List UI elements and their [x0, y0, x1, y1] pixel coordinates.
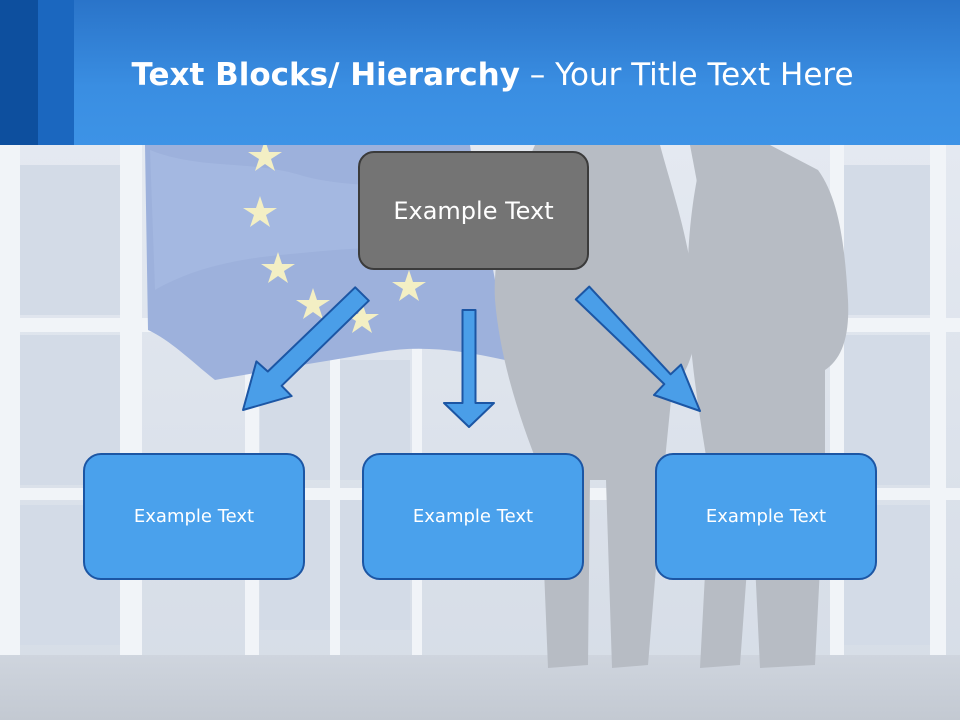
- child-box-right: Example Text: [655, 453, 877, 580]
- slide-title-regular: – Your Title Text Here: [519, 57, 854, 93]
- title-bar: Text Blocks/ Hierarchy – Your Title Text…: [0, 0, 960, 145]
- child-box-left: Example Text: [83, 453, 305, 580]
- child-box-middle: Example Text: [362, 453, 584, 580]
- child-box-label: Example Text: [705, 506, 827, 527]
- header-accent-mid: [38, 0, 74, 145]
- floor: [0, 655, 960, 720]
- top-box: Example Text: [358, 151, 589, 270]
- child-box-label: Example Text: [412, 506, 534, 527]
- header-accent-dark: [0, 0, 38, 145]
- child-box-label: Example Text: [133, 506, 255, 527]
- slide-title-bold: Text Blocks/ Hierarchy: [131, 57, 520, 93]
- slide-title: Text Blocks/ Hierarchy – Your Title Text…: [0, 52, 960, 98]
- top-box-label: Example Text: [393, 196, 554, 225]
